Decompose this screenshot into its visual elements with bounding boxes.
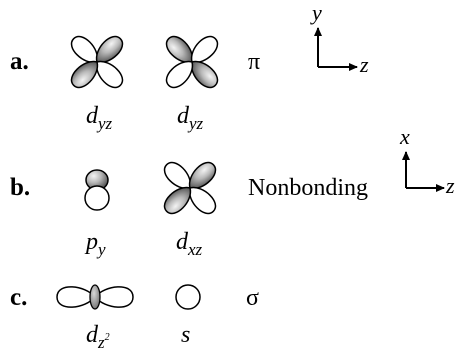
bond-type-a: π: [248, 49, 261, 75]
lobe-upper-left: [163, 161, 192, 190]
orbital-label-b1: py: [86, 229, 106, 259]
orbital-label-b2: dxz: [176, 229, 203, 259]
axes-xz: [402, 151, 445, 192]
s-orbital: [175, 284, 201, 310]
lobe-lower-left: [163, 186, 192, 215]
lobe-left: [56, 286, 96, 308]
lobe-upper-left: [70, 35, 99, 64]
axis-label-z-bottom: z: [446, 173, 455, 198]
orbital-label-a2: dyz: [177, 103, 204, 133]
lobe-lower-left: [165, 60, 194, 89]
dyz-orbital-a1: [70, 35, 124, 89]
row-letter-a: a.: [10, 48, 29, 75]
row-letter-b: b.: [10, 174, 31, 201]
lobe-right: [94, 286, 134, 308]
torus-ring: [89, 284, 101, 310]
row-letter-c: c.: [10, 284, 28, 311]
orbital-label-c2: s: [181, 322, 191, 348]
orbital-label-a1: dyz: [86, 103, 113, 133]
py-orbital: [84, 169, 110, 211]
dxz-orbital: [163, 161, 217, 215]
lobe-upper-right: [188, 161, 217, 190]
axis-label-y: y: [312, 0, 322, 25]
axis-label-x: x: [400, 124, 410, 149]
lobe-lower-right: [190, 60, 219, 89]
dyz-orbital-a2: [165, 35, 219, 89]
axes-yz: [314, 27, 358, 71]
lobe-bottom: [84, 185, 110, 211]
lobe-upper-right: [95, 35, 124, 64]
lobe-upper-right: [190, 35, 219, 64]
lobe-lower-right: [95, 60, 124, 89]
bond-type-b: Nonbonding: [248, 175, 368, 201]
axis-label-z-top: z: [360, 52, 369, 77]
bond-type-c: σ: [246, 285, 259, 311]
orbital-label-c1: dz2: [86, 322, 110, 352]
dz2-orbital: [56, 284, 134, 310]
lobe-lower-right: [188, 186, 217, 215]
lobe-upper-left: [165, 35, 194, 64]
lobe-lower-left: [70, 60, 99, 89]
